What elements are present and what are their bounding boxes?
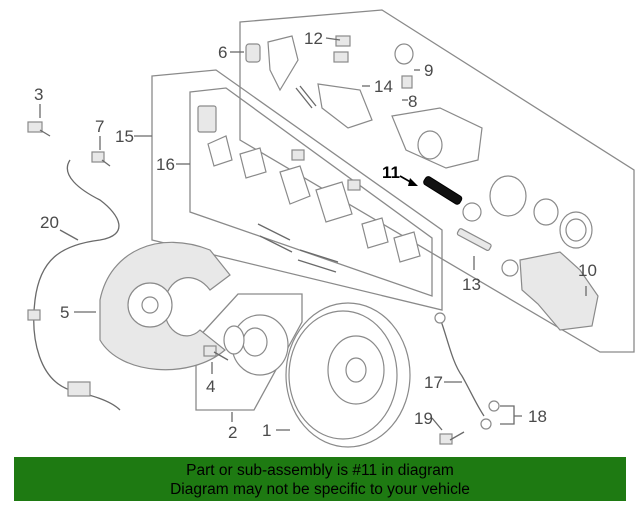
- dust-shield: [99, 241, 231, 371]
- bolt-7: [91, 151, 111, 167]
- callout-18: 18: [528, 407, 547, 426]
- callout-9: 9: [424, 61, 433, 80]
- caliper-parts: [245, 35, 483, 169]
- washer-lower: [480, 418, 492, 430]
- piston-seals: [462, 175, 593, 249]
- callout-4: 4: [206, 377, 215, 396]
- callout-10: 10: [578, 261, 597, 280]
- caliper-bracket: [519, 251, 599, 331]
- wheel-hub: [223, 314, 289, 376]
- sensor-clip: [27, 309, 41, 321]
- callout-6: 6: [218, 43, 227, 62]
- callout-3: 3: [34, 85, 43, 104]
- pad-kit-outline: [151, 69, 443, 311]
- callout-16: 16: [156, 155, 175, 174]
- callout-14: 14: [374, 77, 393, 96]
- guide-pin-11: [423, 176, 463, 205]
- banjo-bolt: [439, 431, 465, 445]
- callout-1: 1: [262, 421, 271, 440]
- callout-15: 15: [115, 127, 134, 146]
- caliper-assembly-outline: [239, 9, 635, 353]
- fitment-notice-banner: Part or sub-assembly is #11 in diagram D…: [14, 457, 626, 501]
- callout-8: 8: [408, 92, 417, 111]
- hub-bolt: [203, 345, 229, 361]
- pad-set-outline: [189, 87, 433, 297]
- washer-upper: [488, 400, 500, 412]
- callout-2: 2: [228, 423, 237, 442]
- banner-line-1: Part or sub-assembly is #11 in diagram: [186, 462, 454, 479]
- guide-pin-13: [456, 228, 519, 277]
- callout-11: 11: [382, 163, 400, 182]
- bolt-3: [27, 121, 51, 137]
- callout-20: 20: [40, 213, 59, 232]
- hose-fitting: [434, 312, 446, 324]
- callout-19: 19: [414, 409, 433, 428]
- brake-rotor: [285, 302, 411, 448]
- banner-line-2: Diagram may not be specific to your vehi…: [170, 481, 470, 498]
- speed-sensor: [67, 381, 91, 397]
- hub-assembly-outline: [195, 293, 303, 411]
- callout-7: 7: [95, 117, 104, 136]
- brake-pads: [197, 105, 421, 273]
- callout-12: 12: [304, 29, 323, 48]
- callout-5: 5: [60, 303, 69, 322]
- brake-hose: [439, 317, 485, 417]
- leader-lines: [39, 37, 587, 431]
- callout-13: 13: [462, 275, 481, 294]
- callout-17: 17: [424, 373, 443, 392]
